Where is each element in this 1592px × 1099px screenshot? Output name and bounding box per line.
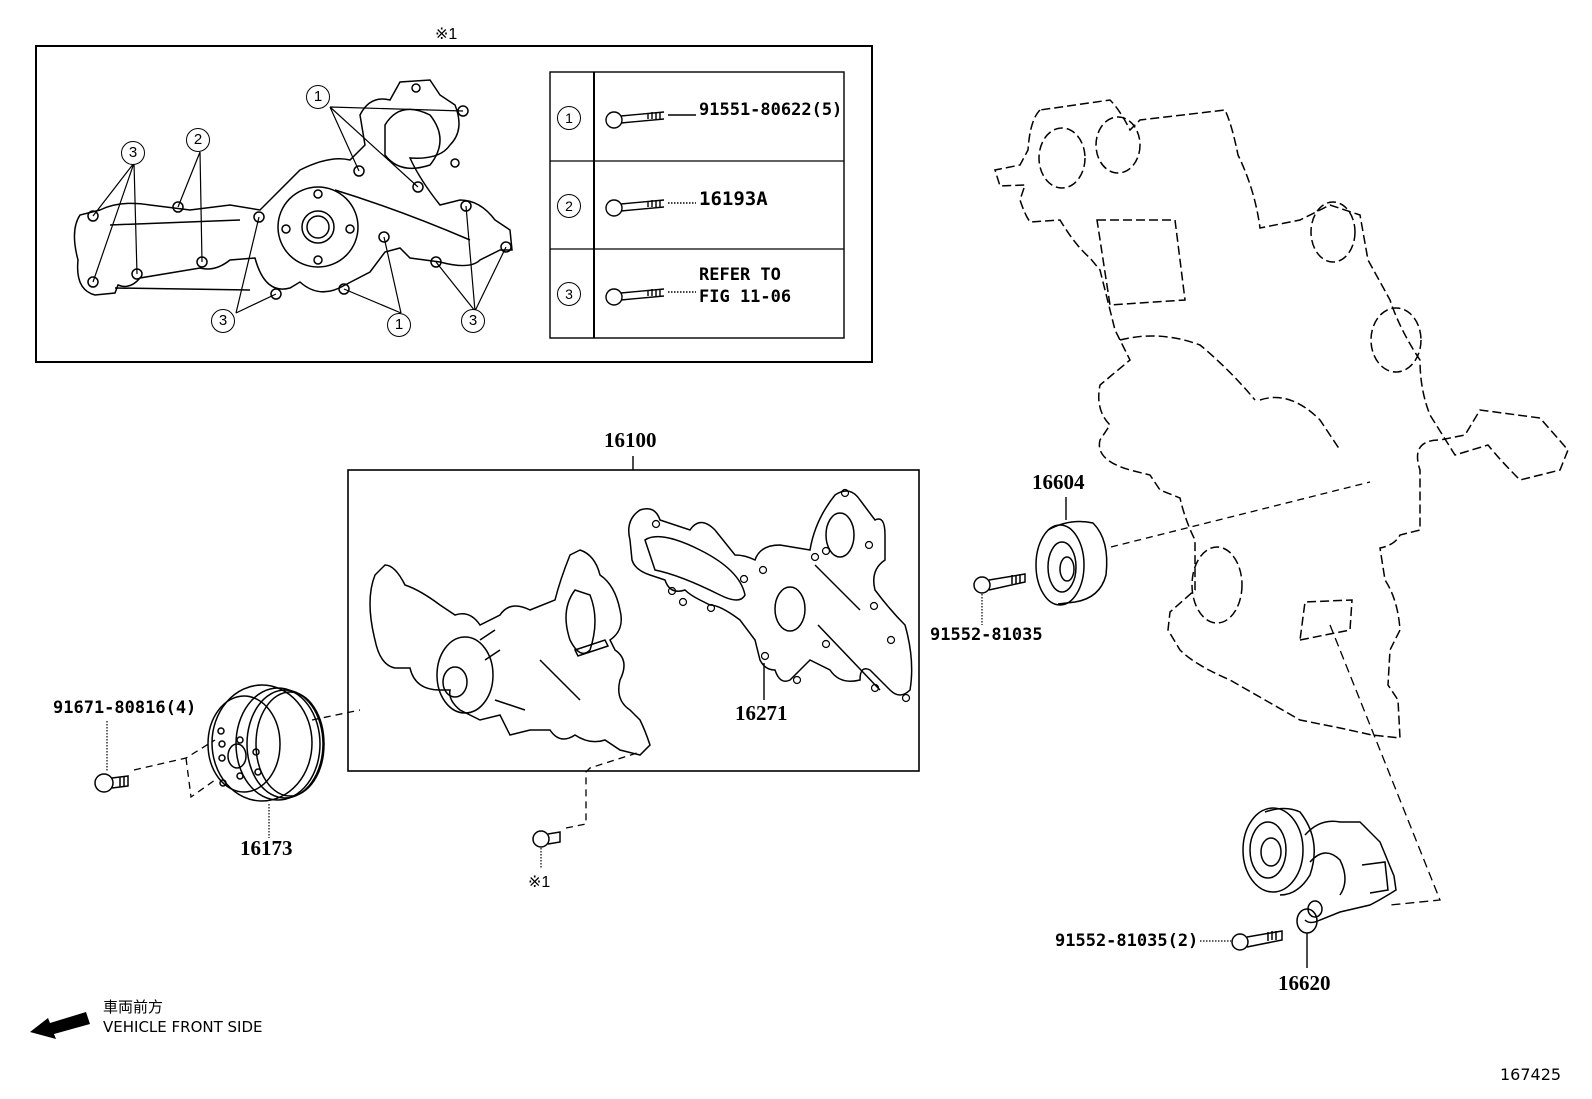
legend-part-1[interactable]: 91551-80622(5) [699, 100, 843, 120]
detail-ref-mark: ※1 [435, 26, 458, 43]
part-label-91552-81035[interactable]: 91552-81035 [930, 625, 1043, 645]
part-label-16604[interactable]: 16604 [1032, 470, 1085, 494]
legend-bolt-icons [605, 111, 696, 306]
callout-3-bottom-left: 3 [211, 309, 235, 333]
callout-1-top: 1 [306, 85, 330, 109]
pulley-alignment-lines [133, 709, 361, 799]
direction-label-japanese: 車両前方 [103, 998, 164, 1016]
pulley-bolt-drawing [94, 773, 129, 793]
legend-key-1: 1 [557, 106, 581, 130]
pulley-drawing [207, 684, 325, 802]
callout-3-left: 3 [121, 141, 145, 165]
direction-label-english: VEHICLE FRONT SIDE [103, 1018, 263, 1036]
part-label-91552-81035-2[interactable]: 91552-81035(2) [1055, 931, 1199, 951]
part-label-16620[interactable]: 16620 [1278, 971, 1331, 995]
callout-2: 2 [186, 128, 210, 152]
callout-1-bottom: 1 [387, 313, 411, 337]
water-pump-drawing [369, 549, 651, 756]
tensioner-drawing [1242, 807, 1397, 934]
tensioner-bolt-drawing [1231, 930, 1283, 951]
gasket-drawing [628, 490, 913, 696]
timing-cover-drawing [994, 99, 1569, 739]
legend-key-2: 2 [557, 194, 581, 218]
arrow-left-down-icon [30, 1012, 90, 1039]
idler-pulley-drawing [1035, 520, 1108, 606]
detail-leader-lines [92, 106, 507, 314]
pump-bolt-drawing [532, 830, 561, 848]
detail-frame [35, 45, 873, 363]
figure-number: 167425 [1500, 1065, 1562, 1084]
legend-part-2[interactable]: 16193A [699, 188, 768, 210]
legend-part-3-line1: REFER TO [699, 265, 781, 285]
part-label-16173[interactable]: 16173 [240, 836, 293, 860]
idler-bolt-drawing [973, 573, 1026, 594]
part-label-16100[interactable]: 16100 [604, 428, 657, 452]
part-label-16271[interactable]: 16271 [735, 701, 788, 725]
callout-3-bottom-right: 3 [461, 309, 485, 333]
detail-water-pump-drawing [73, 79, 513, 300]
part-label-91671-80816[interactable]: 91671-80816(4) [53, 698, 197, 718]
gasket-holes [651, 488, 911, 703]
legend-key-3: 3 [557, 282, 581, 306]
pump-bolt-ref-mark: ※1 [528, 874, 551, 891]
legend-part-3-line2[interactable]: FIG 11-06 [699, 287, 792, 307]
legend-table [549, 71, 845, 339]
